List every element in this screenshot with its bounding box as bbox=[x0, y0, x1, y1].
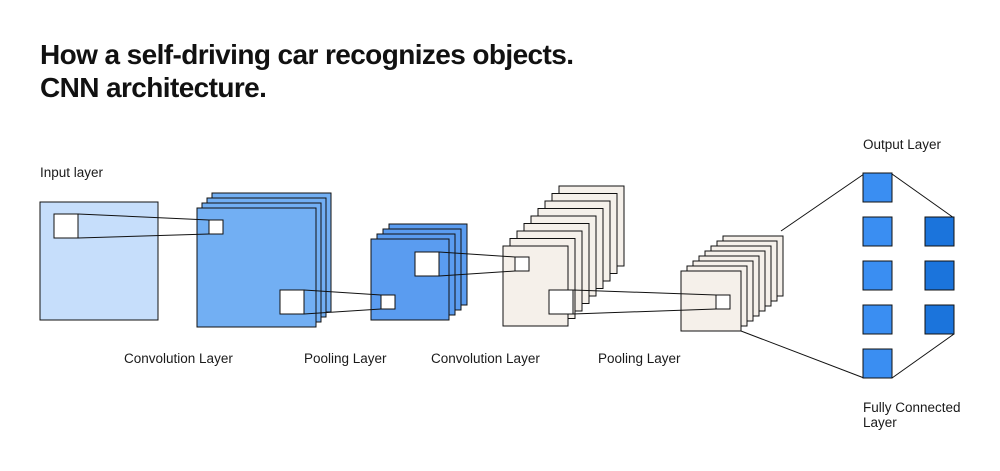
conv1-feature-maps bbox=[196, 192, 332, 328]
pool2-label: Pooling Layer bbox=[598, 351, 681, 366]
input-receptive-field bbox=[53, 213, 79, 239]
fully-connected-label-line-2: Layer bbox=[863, 415, 897, 430]
conv2-target-cell bbox=[514, 256, 530, 272]
input-layer-label: Input layer bbox=[40, 165, 104, 180]
connector bbox=[77, 233, 210, 239]
output-node bbox=[924, 260, 955, 291]
output-node bbox=[924, 304, 955, 335]
conv1-label: Convolution Layer bbox=[124, 351, 233, 366]
title-line-1: How a self-driving car recognizes object… bbox=[40, 39, 574, 70]
fully-connected-node bbox=[862, 216, 893, 247]
connector bbox=[438, 251, 516, 258]
fully-connected-node bbox=[862, 260, 893, 291]
connector bbox=[572, 289, 717, 296]
conv2-pool-window bbox=[548, 289, 574, 315]
output-layer-label: Output Layer bbox=[863, 137, 942, 152]
connector bbox=[77, 213, 210, 221]
connector bbox=[572, 308, 717, 315]
fully-connected-node bbox=[862, 304, 893, 335]
fully-connected-node bbox=[862, 172, 893, 203]
flatten-line-bottom bbox=[740, 330, 865, 379]
fc-output-line-top bbox=[891, 173, 955, 219]
output-node bbox=[924, 216, 955, 247]
output-nodes bbox=[924, 216, 955, 335]
pool2-map bbox=[680, 270, 742, 332]
connector bbox=[303, 289, 382, 296]
page-title: How a self-driving car recognizes object… bbox=[40, 38, 574, 104]
title-line-2: CNN architecture. bbox=[40, 72, 267, 103]
conv1-target-cell bbox=[208, 219, 224, 235]
fully-connected-nodes bbox=[862, 172, 893, 379]
pool1-target-cell bbox=[380, 294, 396, 310]
connector bbox=[303, 308, 382, 315]
input-layer bbox=[39, 201, 159, 321]
fully-connected-label-line-1: Fully Connected bbox=[863, 400, 961, 415]
pool2-feature-maps bbox=[680, 235, 784, 332]
conv1-pool-window bbox=[279, 289, 305, 315]
fc-output-line-bottom bbox=[891, 333, 955, 379]
conv2-feature-maps bbox=[502, 185, 625, 327]
pool1-label: Pooling Layer bbox=[304, 351, 387, 366]
flatten-line-top bbox=[780, 173, 865, 232]
fully-connected-node bbox=[862, 348, 893, 379]
connection-lines bbox=[77, 173, 955, 379]
pool2-target-cell bbox=[715, 294, 731, 310]
pool1-receptive-field bbox=[414, 251, 440, 277]
conv2-label: Convolution Layer bbox=[431, 351, 540, 366]
connector bbox=[438, 270, 516, 277]
